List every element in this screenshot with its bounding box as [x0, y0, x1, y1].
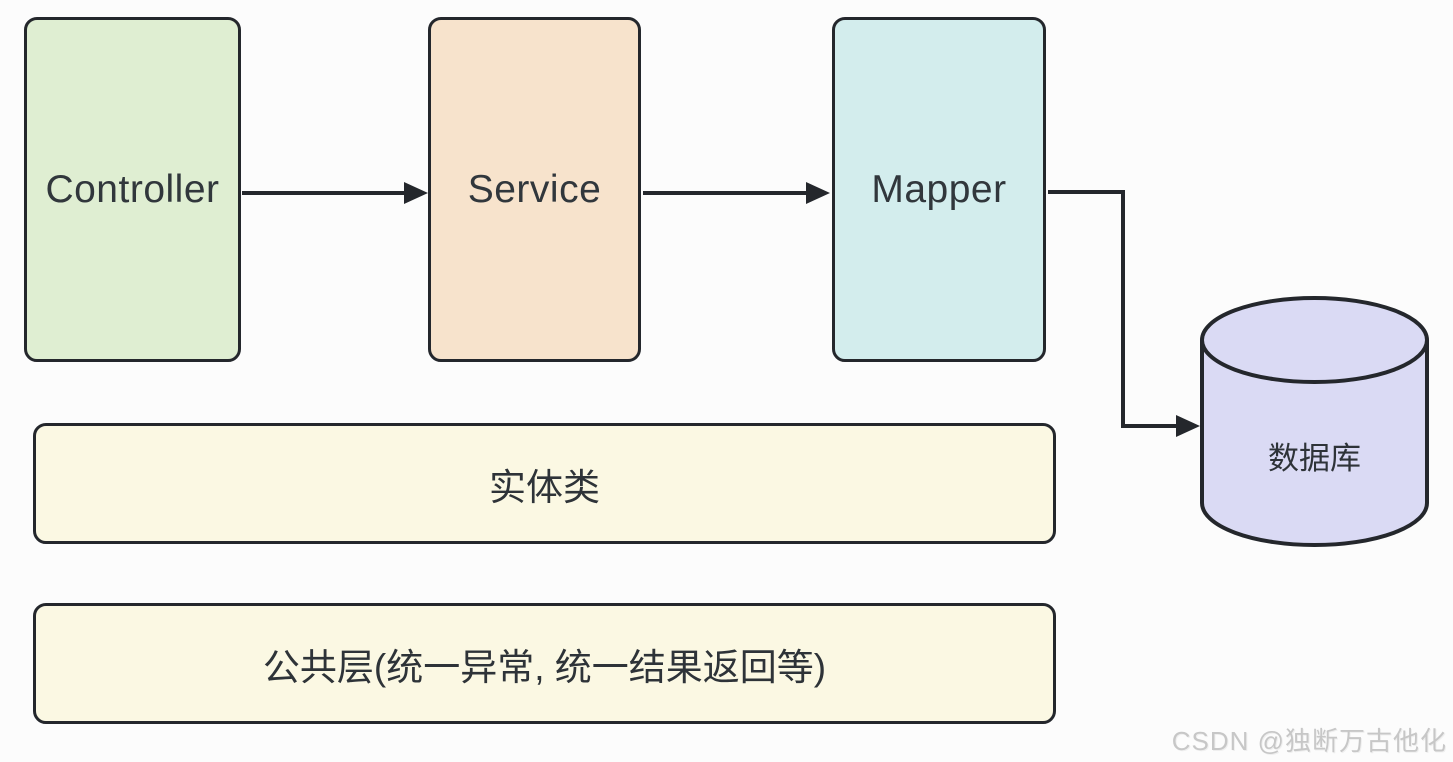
- edge-controller-service-arrow-icon: [242, 182, 428, 204]
- entity-layer-node-label: 实体类: [489, 466, 600, 508]
- edge-service-mapper-arrow-icon: [643, 182, 830, 204]
- controller-node-label: Controller: [45, 167, 220, 211]
- database-node-label: 数据库: [1268, 440, 1361, 476]
- mapper-node-label: Mapper: [871, 167, 1007, 211]
- controller-node: Controller: [24, 17, 241, 362]
- common-layer-node-label: 公共层(统一异常, 统一结果返回等): [262, 646, 827, 688]
- common-layer-node: 公共层(统一异常, 统一结果返回等): [33, 603, 1056, 724]
- service-node-label: Service: [467, 167, 602, 211]
- service-node: Service: [428, 17, 641, 362]
- edge-mapper-database-arrow-icon: [1048, 190, 1200, 437]
- mapper-node: Mapper: [832, 17, 1046, 362]
- entity-layer-node: 实体类: [33, 423, 1056, 544]
- database-cylinder-icon: [1200, 296, 1429, 547]
- csdn-watermark: CSDN @独断万古他化: [1171, 726, 1447, 756]
